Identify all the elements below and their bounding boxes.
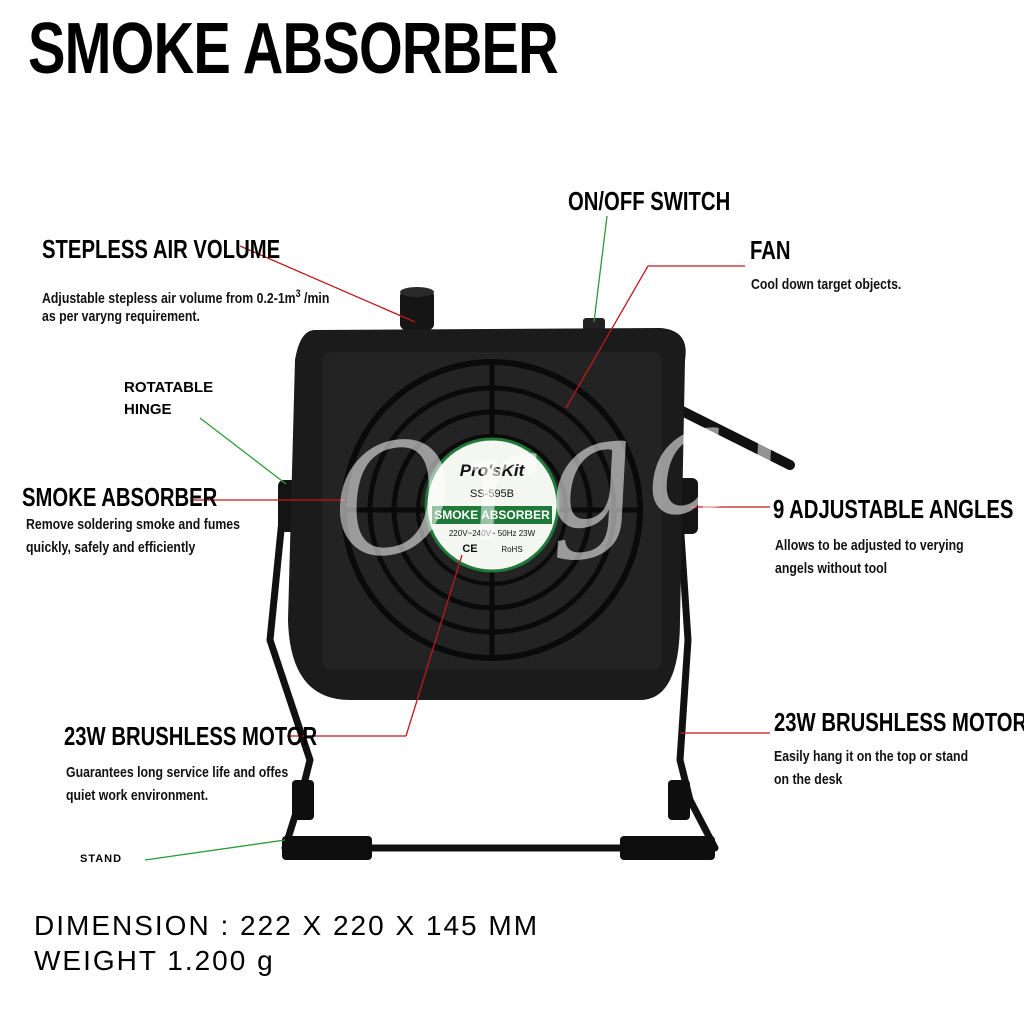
line-stand [144,839,286,861]
fan-label-rohs: RoHS [501,545,522,554]
smoke-absorber-heading: SMOKE ABSORBER [22,482,218,512]
smoke-absorber-line2: quickly, safely and efficiently [26,539,196,556]
dimension-spec: DIMENSION : 222 X 220 X 145 MM [34,910,540,941]
motor-left-line2: quiet work environment. [66,787,209,804]
smoke-absorber-line1: Remove soldering smoke and fumes [26,516,240,533]
on-off-switch-heading: ON/OFF SWITCH [568,186,731,216]
motor-left-line1: Guarantees long service life and offes [66,764,289,781]
line-on-off [593,215,608,323]
fan-label-disc [424,437,560,573]
weight-spec: WEIGHT 1.200 g [34,945,275,976]
fan-label-rating: 220V~240V~ 50Hz 23W [449,529,536,538]
line-motor-left-diag [405,554,463,737]
fan-heading: FAN [750,235,791,265]
line-stepless [239,245,416,323]
stepless-air-line2: as per varyng requirement. [42,308,200,325]
hinge-label-line1: ROTATABLE [124,379,214,396]
stand-grip-right [668,780,690,820]
stepless-air-heading: STEPLESS AIR VOLUME [42,234,281,264]
line-fan-diag [565,265,649,409]
motor-right-line2: on the desk [774,771,843,788]
stand-foot-right [620,836,715,860]
stand-label: STAND [80,853,123,865]
hinge-label-line2: HINGE [124,401,172,418]
stand-foot-left [282,836,372,860]
fan-label-brand: Pro'sKit [460,461,526,480]
motor-right-line1: Easily hang it on the top or stand [774,748,969,765]
motor-left-heading: 23W BRUSHLESS MOTOR [64,721,318,751]
air-volume-knob [400,290,434,330]
adjustable-angles-line1: Allows to be adjusted to verying [775,537,964,554]
motor-right-heading: 23W BRUSHLESS MOTOR [774,707,1024,737]
callout-lines [144,215,770,861]
adjustable-angles-line2: angels without tool [775,560,888,577]
stand-grip-left [292,780,314,820]
fan-label-ce: CE [462,543,477,555]
fan-desc: Cool down target objects. [751,276,902,293]
page-title: SMOKE ABSORBER [28,9,559,89]
line-hinge [199,417,287,485]
fan-label-model: SS-595B [470,488,514,500]
stepless-air-line1: Adjustable stepless air volume from 0.2-… [42,288,330,307]
stand-frame [266,519,719,852]
fan-label-name: SMOKE ABSORBER [434,508,550,522]
adjustable-angles-heading: 9 ADJUSTABLE ANGLES [773,494,1014,524]
